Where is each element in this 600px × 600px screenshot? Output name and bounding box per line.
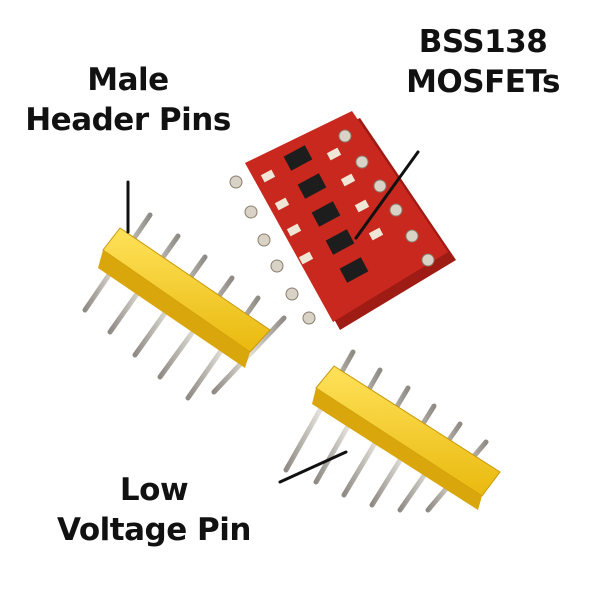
male-header-pins	[82, 212, 287, 401]
low-header-plastic-side	[312, 388, 482, 510]
bss138-mosfets-label: BSS138 MOSFETs	[372, 22, 594, 102]
level-shifter-board	[229, 111, 456, 330]
header-plastic-body	[102, 227, 271, 353]
annotation-pointers	[126, 150, 420, 484]
male-header-pins-label: Male Header Pins	[12, 60, 244, 140]
mosfet-chips	[283, 145, 369, 283]
male-header-label-line1: Male	[87, 62, 169, 98]
pcb-pads-left	[229, 175, 316, 325]
low-voltage-label-line1: Low	[119, 472, 189, 508]
pcb-pads-right	[338, 129, 435, 267]
low-voltage-pin-label: Low Voltage Pin	[34, 470, 274, 550]
pcb-resistors	[260, 147, 384, 265]
header-plastic-side	[98, 250, 250, 368]
low-voltage-pointer	[278, 450, 348, 484]
male-header-label-line2: Header Pins	[25, 102, 231, 138]
mosfet-pointer	[354, 150, 420, 240]
low-voltage-label-line2: Voltage Pin	[57, 512, 251, 548]
bss138-label-line1: BSS138	[418, 24, 548, 60]
low-voltage-header	[283, 349, 501, 513]
bss138-label-line2: MOSFETs	[406, 64, 560, 100]
